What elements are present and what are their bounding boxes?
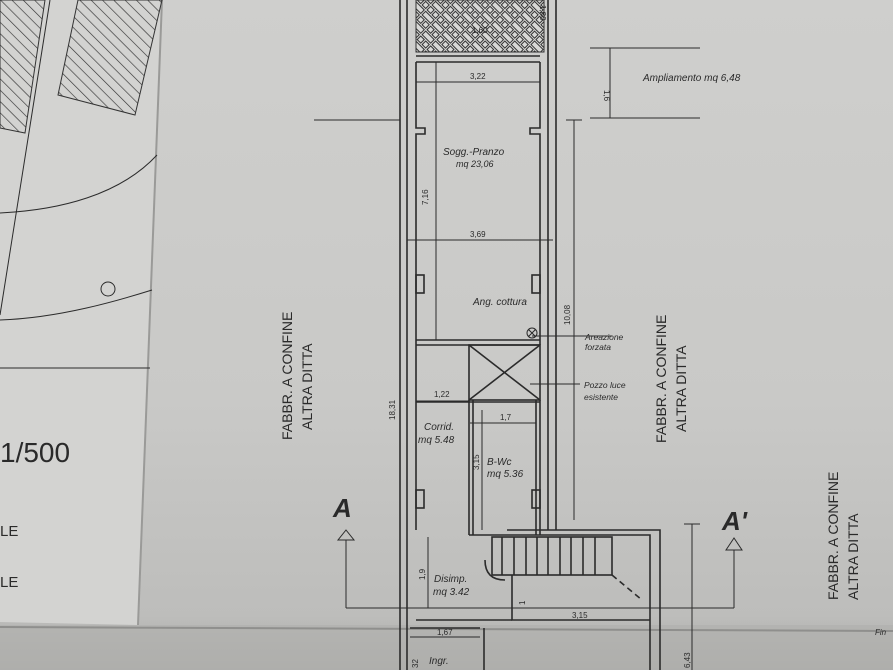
room-name: Sogg.-Pranzo (443, 147, 505, 158)
dimension-label: 1,67 (437, 628, 453, 637)
paper-fold-bottom (0, 625, 893, 670)
dimension-label: 3,69 (470, 230, 486, 239)
building-walls (399, 0, 661, 670)
neighbor-label: FABBR. A CONFINE (279, 312, 295, 440)
dimension-label: 1,9 (418, 568, 427, 580)
neighbor-label: ALTRA DITTA (845, 513, 861, 600)
dimension-label: 6,43 (683, 652, 692, 668)
scale-label: 1/500 (0, 437, 70, 468)
dimension-label: 3,22 (470, 72, 486, 81)
dimension-labels: 3,22 1,6 7,16 3,69 10,08 18,31 1,22 1,7 … (388, 5, 692, 668)
dimension-label: 10,08 (563, 304, 572, 325)
dimension-label: 1,6 (602, 90, 611, 102)
site-plan-fragment (0, 0, 163, 369)
room-name: Ang. cottura (472, 297, 527, 308)
room-area: mq 5.36 (487, 469, 524, 480)
section-mark-a: A (332, 493, 352, 523)
section-mark-a-prime: A' (721, 506, 748, 536)
neighbor-label: FABBR. A CONFINE (653, 315, 669, 443)
paper-fold (137, 0, 163, 626)
room-name: Disimp. (434, 574, 467, 585)
room-area: mq 5.48 (418, 435, 455, 446)
paved-courtyard (415, 0, 545, 53)
dimension-label: 1,80 (538, 5, 547, 21)
ventilation-fan-icon (526, 327, 538, 339)
dimension-label: 3,15 (472, 454, 481, 470)
dimension-label: 1 (518, 600, 527, 605)
room-area: mq 3.42 (433, 587, 470, 598)
neighbor-label: ALTRA DITTA (299, 343, 315, 430)
room-name: Corrid. (424, 422, 454, 433)
dimension-label: 1,60 (472, 26, 488, 35)
corner-text: Fin (875, 628, 887, 637)
room-area: mq 23,06 (456, 159, 494, 169)
dimension-label: 7,16 (421, 189, 430, 205)
room-name: B-Wc (487, 457, 511, 468)
dimension-label: 1,7 (500, 413, 512, 422)
room-labels: Sogg.-Pranzo mq 23,06 Ang. cottura Corri… (418, 147, 527, 667)
extension-label: Ampliamento mq 6,48 (642, 73, 741, 84)
left-label: LE (0, 574, 18, 591)
dimension-label: 3,15 (572, 611, 588, 620)
lightwell-label: Pozzo luce (584, 380, 626, 390)
neighbor-labels: FABBR. A CONFINE ALTRA DITTA FABBR. A CO… (279, 312, 861, 600)
ventilation-label: Areazione (584, 332, 624, 342)
neighbor-label: FABBR. A CONFINE (825, 472, 841, 600)
dimension-label: 18,31 (388, 399, 397, 420)
left-paper-panel (0, 0, 162, 625)
ventilation-label: forzata (585, 342, 611, 352)
dimension-label: 1,22 (434, 390, 450, 399)
dimension-label: 32 (411, 659, 420, 668)
left-label: LE (0, 523, 18, 540)
dimension-lines (314, 47, 743, 670)
room-name: Ingr. (429, 656, 449, 667)
lightwell-label: esistente (584, 392, 618, 402)
neighbor-label: ALTRA DITTA (673, 345, 689, 432)
